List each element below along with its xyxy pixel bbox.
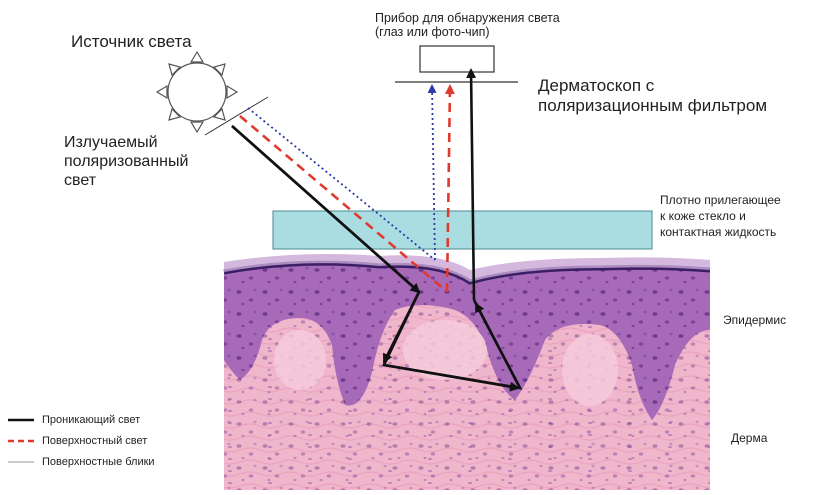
light-source-label: Источник света [71,32,192,52]
emitted-light-label: Излучаемый поляризованный свет [64,133,188,190]
dermis-label: Дерма [731,431,767,445]
skin-tissue [224,254,710,490]
glass-plate [273,211,652,249]
legend-label-surface: Поверхностный свет [42,435,147,447]
legend-label-glare: Поверхностные блики [42,456,155,468]
surface-ray-out [447,86,450,292]
legend-label-penetrating: Проникающий свет [42,414,140,426]
legend-swatches [8,420,34,462]
sun-icon [157,52,237,132]
glass-label: Плотно прилегающее к коже стекло и конта… [660,192,781,240]
epidermis-label: Эпидермис [723,313,786,327]
penetrating-ray-out [471,70,474,300]
detector-label: Прибор для обнаружения света (глаз или ф… [375,11,560,39]
dermatoscope-label: Дерматоскоп с поляризационным фильтром [538,76,767,116]
detector-box [420,46,494,72]
